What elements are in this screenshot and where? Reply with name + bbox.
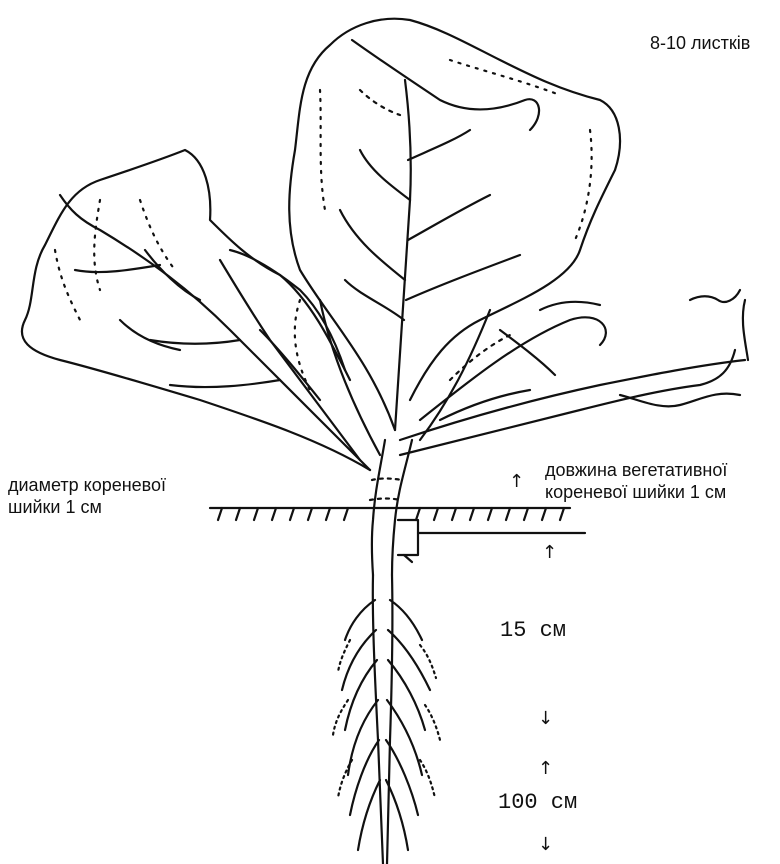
soil-line — [210, 508, 570, 520]
leaf-count-label: 8-10 листків — [650, 32, 750, 54]
right-leaf — [400, 290, 748, 455]
root-system — [333, 575, 440, 864]
collar-length-arrow-up-lower: ↑ — [542, 544, 557, 562]
total-depth-arrow-down: ↓ — [538, 836, 553, 854]
collar-length-label-line1: довжина вегетативної — [545, 459, 727, 481]
collar-diameter-label-line1: диаметр кореневої — [8, 474, 166, 496]
collar-diameter-label-line2: шийки 1 см — [8, 496, 102, 518]
collar-length-arrow-up: ↑ — [509, 473, 524, 491]
total-depth-arrow-up: ↑ — [538, 760, 553, 778]
collar-length-label-line2: кореневої шийки 1 см — [545, 481, 726, 503]
crown-leaves — [220, 250, 530, 460]
total-depth-label: 100 см — [498, 790, 577, 815]
taproot-depth-label: 15 см — [500, 618, 566, 643]
taproot-depth-arrow-down: ↓ — [538, 710, 553, 728]
